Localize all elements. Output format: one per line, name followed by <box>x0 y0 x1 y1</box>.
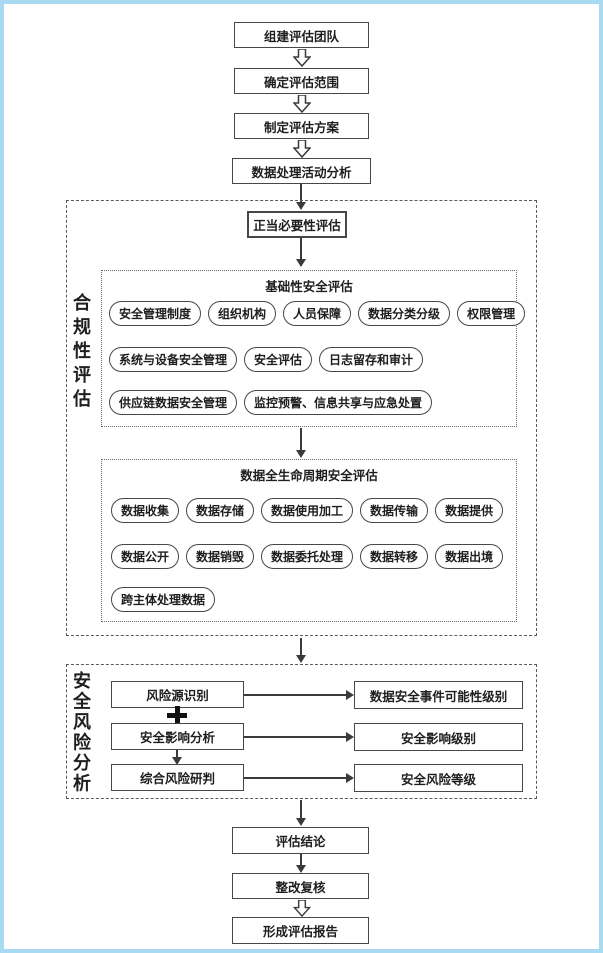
pill-item: 日志留存和审计 <box>319 347 424 372</box>
pill-item: 数据销毁 <box>186 544 255 569</box>
pill-item: 安全评估 <box>244 347 313 372</box>
solid-arrow-head <box>346 690 354 700</box>
pill-item: 权限管理 <box>457 301 526 326</box>
flow-box-comprehensive-risk-judgment: 综合风险研判 <box>111 764 244 791</box>
hollow-arrow-down-icon <box>293 49 311 67</box>
flow-box-activity-analysis: 数据处理活动分析 <box>232 158 371 184</box>
plus-vertical-bar <box>174 706 180 724</box>
compliance-group-box <box>66 200 537 636</box>
pill-item: 跨主体处理数据 <box>111 587 216 612</box>
solid-arrow-head <box>296 450 306 458</box>
solid-arrow-line <box>300 238 302 260</box>
flow-box-incident-likelihood-level: 数据安全事件可能性级别 <box>354 681 523 709</box>
plus-icon <box>167 706 187 724</box>
pill-item: 数据委托处理 <box>261 544 354 569</box>
risk-group-box <box>66 664 537 799</box>
hollow-arrow-down-icon <box>293 900 311 917</box>
flow-box-security-impact-level: 安全影响级别 <box>354 723 523 751</box>
solid-arrow-line <box>176 750 178 758</box>
flow-box-assessment-report: 形成评估报告 <box>232 917 369 944</box>
pill-row: 安全管理制度 组织机构 人员保障 数据分类分级 权限管理 <box>109 301 526 326</box>
pill-item: 数据转移 <box>360 544 429 569</box>
hollow-arrow-down-icon <box>293 140 311 158</box>
solid-arrow-line <box>300 184 302 203</box>
solid-arrow-head <box>296 259 306 267</box>
flow-box-rectification-review: 整改复核 <box>232 873 369 899</box>
pill-item: 系统与设备安全管理 <box>109 347 238 372</box>
pill-row: 数据公开 数据销毁 数据委托处理 数据转移 数据出境 <box>111 544 504 569</box>
solid-arrow-line <box>300 428 302 451</box>
solid-arrow-head <box>296 655 306 663</box>
solid-arrow-line <box>244 736 347 738</box>
solid-arrow-head <box>296 865 306 873</box>
pill-item: 组织机构 <box>208 301 277 326</box>
pill-item: 数据提供 <box>435 498 504 523</box>
solid-arrow-head <box>346 732 354 742</box>
pill-item: 数据公开 <box>111 544 180 569</box>
pill-item: 数据出境 <box>435 544 504 569</box>
solid-arrow-line <box>244 694 347 696</box>
basic-security-group-box: 基础性安全评估 安全管理制度 组织机构 人员保障 数据分类分级 权限管理 系统与… <box>101 270 526 427</box>
pill-item: 监控预警、信息共享与应急处置 <box>244 390 433 415</box>
solid-arrow-head <box>296 818 306 826</box>
solid-arrow-line <box>300 638 302 656</box>
flow-box-form-team: 组建评估团队 <box>234 22 369 48</box>
pill-item: 数据存储 <box>186 498 255 523</box>
flow-box-security-risk-grade: 安全风险等级 <box>354 764 523 792</box>
solid-arrow-head <box>172 757 182 765</box>
hollow-arrow-down-icon <box>293 95 311 113</box>
flow-box-security-impact-analysis: 安全影响分析 <box>111 723 244 750</box>
flow-box-make-plan: 制定评估方案 <box>234 113 369 139</box>
pill-row: 系统与设备安全管理 安全评估 日志留存和审计 <box>109 347 424 372</box>
pill-item: 数据收集 <box>111 498 180 523</box>
pill-row: 供应链数据安全管理 监控预警、信息共享与应急处置 <box>109 390 433 415</box>
solid-arrow-line <box>300 854 302 866</box>
pill-item: 数据使用加工 <box>261 498 354 523</box>
flow-box-define-scope: 确定评估范围 <box>234 68 369 94</box>
flow-box-assessment-conclusion: 评估结论 <box>232 827 369 854</box>
pill-item: 数据分类分级 <box>358 301 451 326</box>
compliance-side-label: 合规性评估 <box>71 293 91 413</box>
pill-item: 安全管理制度 <box>109 301 202 326</box>
risk-side-label: 安全风险分析 <box>71 671 91 794</box>
pill-item: 人员保障 <box>283 301 352 326</box>
pill-row: 数据收集 数据存储 数据使用加工 数据传输 数据提供 <box>111 498 504 523</box>
flow-box-risk-source-identification: 风险源识别 <box>111 681 244 708</box>
pill-item: 供应链数据安全管理 <box>109 390 238 415</box>
solid-arrow-head <box>346 773 354 783</box>
flow-box-necessity-assessment: 正当必要性评估 <box>247 211 347 238</box>
lifecycle-title: 数据全生命周期安全评估 <box>240 469 378 483</box>
solid-arrow-head <box>296 202 306 210</box>
basic-security-title: 基础性安全评估 <box>265 280 353 294</box>
solid-arrow-line <box>300 800 302 819</box>
pill-item: 数据传输 <box>360 498 429 523</box>
pill-row: 跨主体处理数据 <box>111 587 216 612</box>
lifecycle-group-box: 数据全生命周期安全评估 数据收集 数据存储 数据使用加工 数据传输 数据提供 数… <box>101 459 517 622</box>
solid-arrow-line <box>244 777 347 779</box>
